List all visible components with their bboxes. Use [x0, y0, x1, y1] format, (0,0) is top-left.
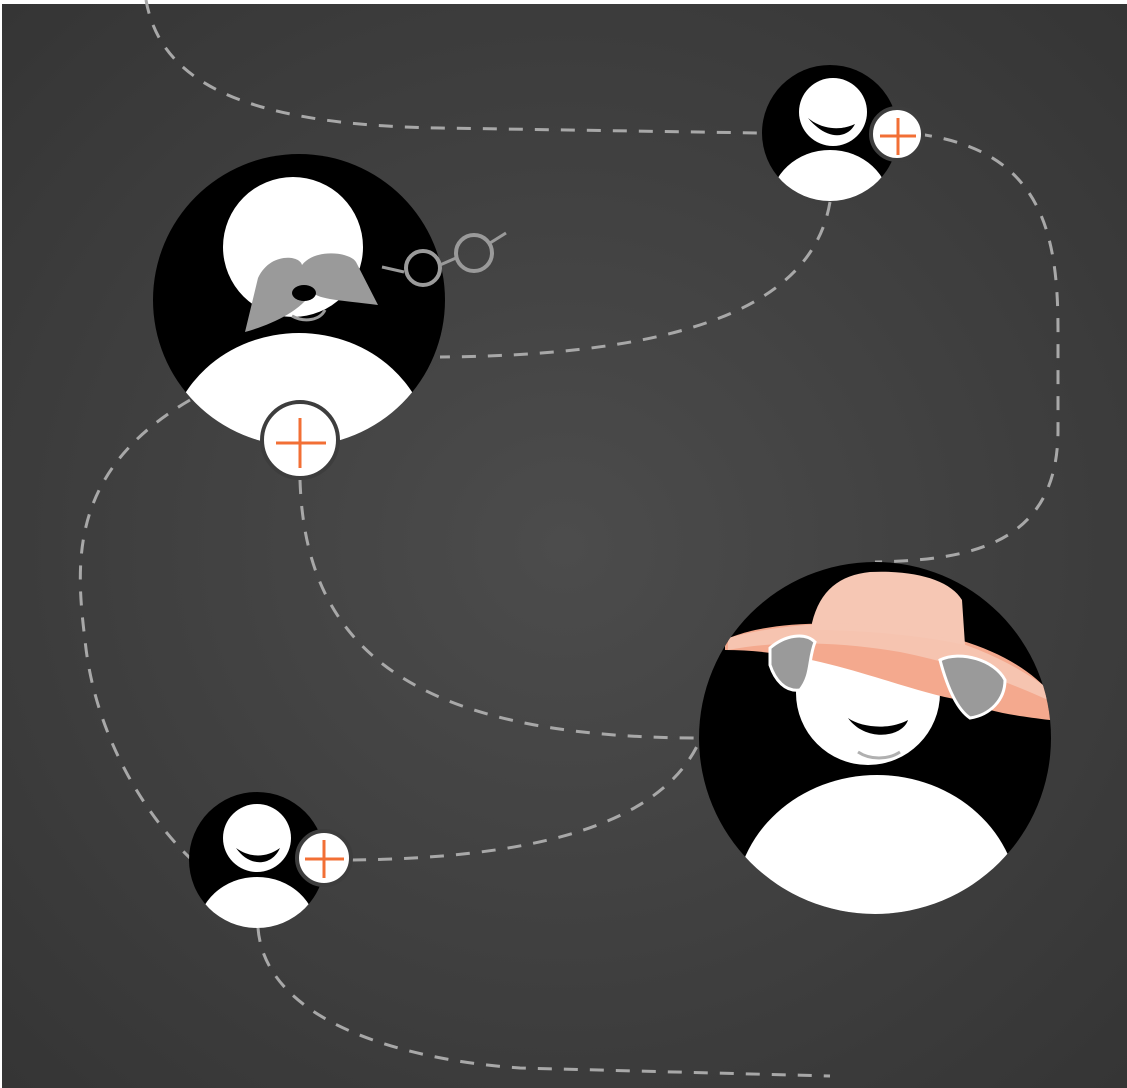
person-body — [197, 877, 317, 928]
avatar-elder-woman[interactable] — [699, 562, 1058, 1035]
elderly-woman-with-sun-hat-icon — [725, 571, 1051, 760]
person-head — [799, 78, 867, 146]
plus-icon — [276, 418, 326, 468]
connector-line — [351, 739, 702, 862]
connector-line — [256, 927, 831, 1078]
young-person-icon — [236, 848, 280, 863]
connector-line — [439, 201, 832, 359]
avatar-young-person-top-right[interactable] — [762, 65, 925, 260]
background-panel — [2, 4, 1127, 1088]
person-body — [735, 775, 1019, 914]
add-connection-button[interactable] — [295, 829, 353, 887]
person-body — [167, 333, 431, 446]
person-body — [770, 150, 890, 201]
elderly-man-with-mustache-and-glasses-icon — [245, 231, 507, 332]
add-connection-button[interactable] — [260, 400, 340, 480]
connector-line — [144, 0, 761, 135]
connections — [78, 0, 1060, 1078]
plus-icon — [880, 118, 916, 155]
connector-line — [298, 479, 701, 740]
avatar-elder-man[interactable] — [153, 154, 507, 577]
young-person-icon — [808, 118, 855, 136]
add-connection-button[interactable] — [869, 106, 925, 162]
connector-line — [874, 132, 1060, 564]
avatar-young-person-bottom-left[interactable] — [189, 792, 353, 987]
plus-icon — [305, 840, 344, 878]
